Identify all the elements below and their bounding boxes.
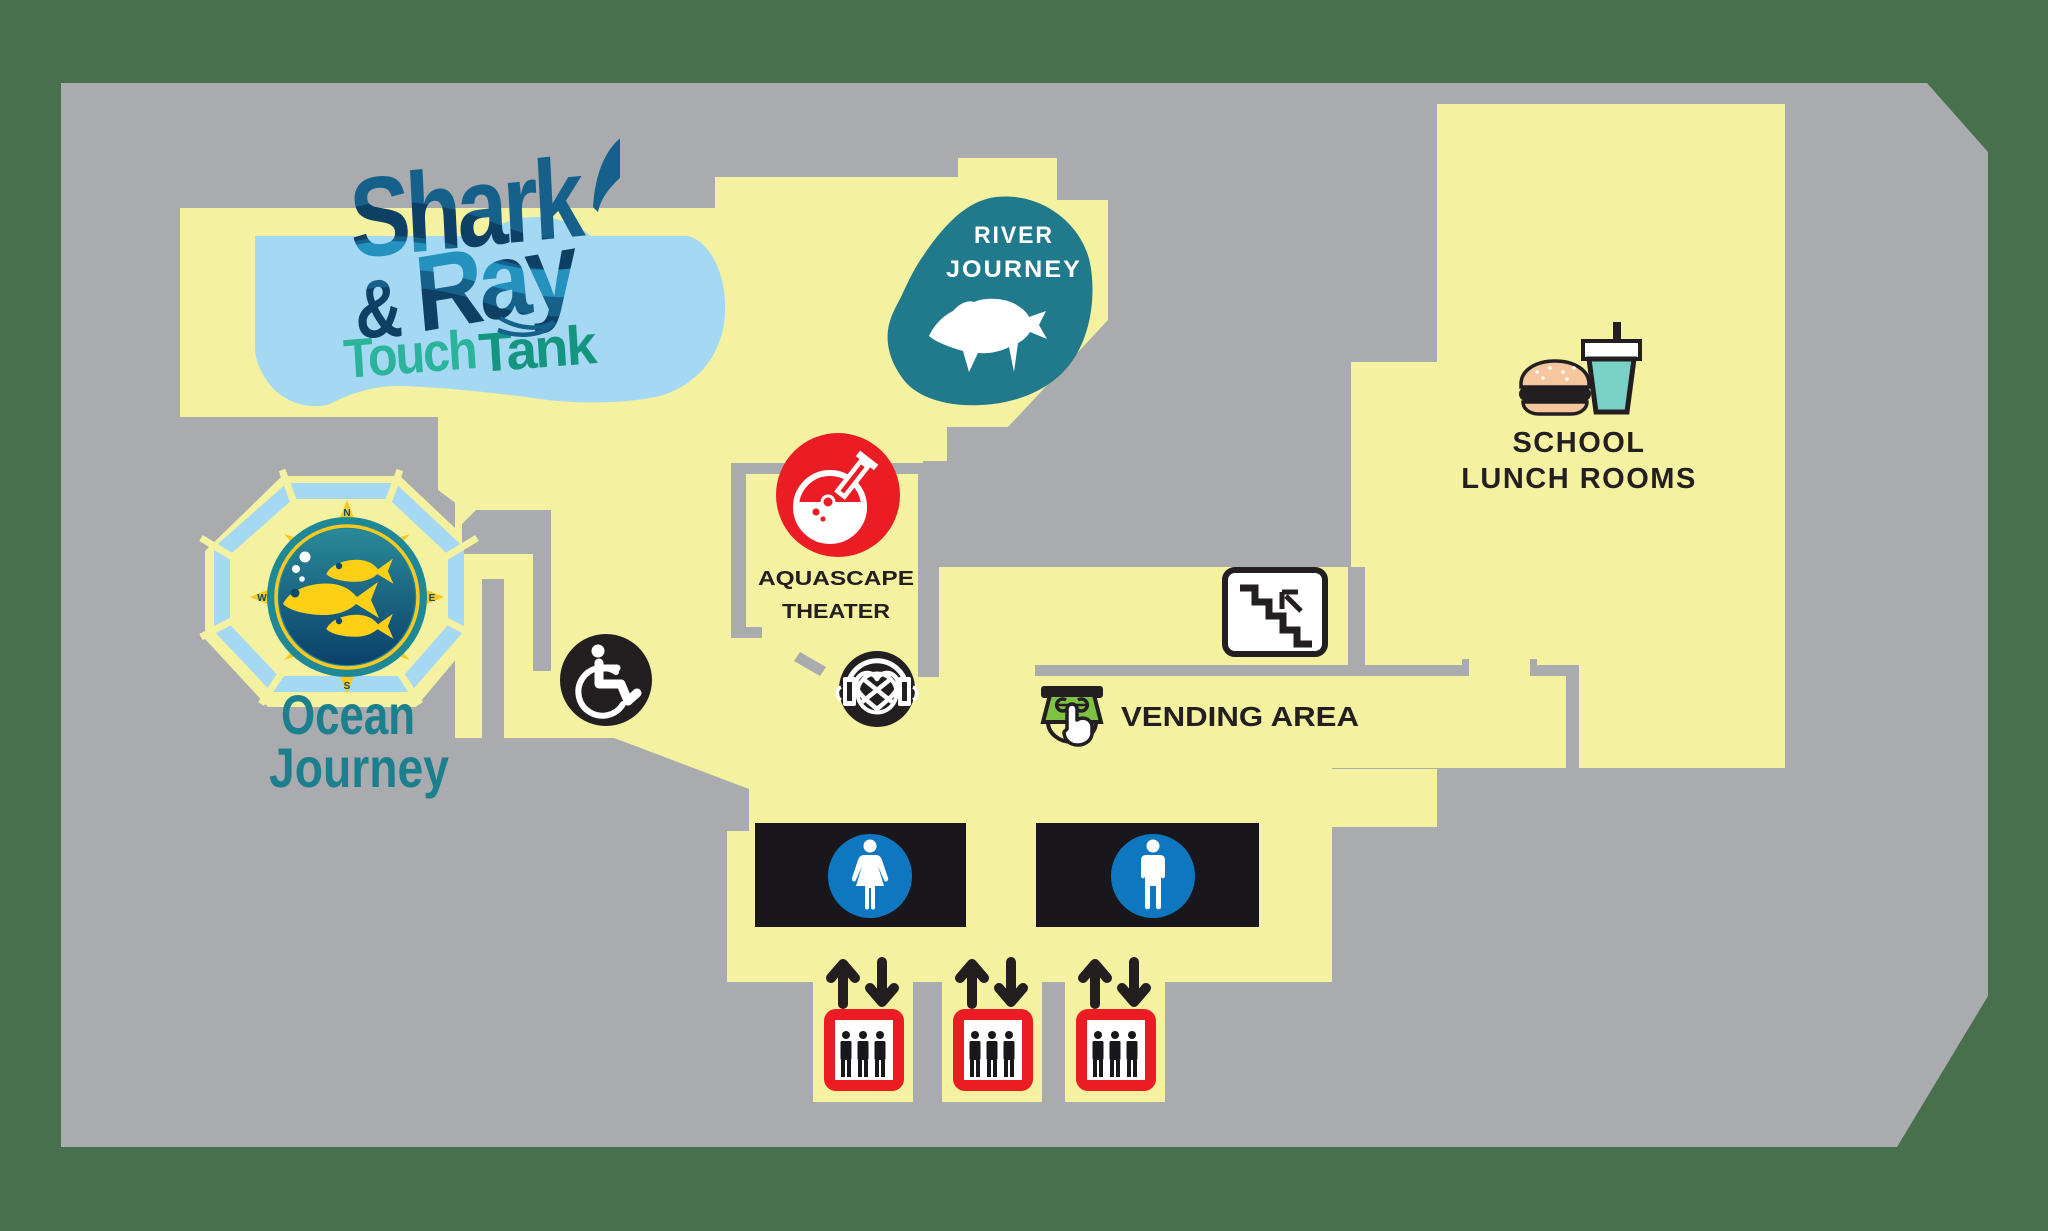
svg-text:LUNCH ROOMS: LUNCH ROOMS — [1461, 463, 1697, 495]
svg-text:Tank: Tank — [477, 314, 600, 385]
svg-text:S: S — [344, 681, 351, 692]
svg-text:Journey: Journey — [269, 736, 449, 799]
svg-text:Ocean: Ocean — [281, 683, 415, 746]
svg-text:VENDING AREA: VENDING AREA — [1121, 701, 1359, 732]
svg-text:Touch: Touch — [342, 319, 478, 391]
svg-text:JOURNEY: JOURNEY — [946, 256, 1082, 283]
svg-text:RIVER: RIVER — [974, 222, 1054, 249]
svg-text:THEATER: THEATER — [782, 601, 891, 623]
svg-text:E: E — [429, 593, 436, 604]
svg-text:AQUASCAPE: AQUASCAPE — [758, 568, 914, 590]
svg-text:N: N — [343, 508, 350, 519]
svg-text:W: W — [257, 593, 267, 604]
svg-text:SCHOOL: SCHOOL — [1512, 427, 1645, 459]
